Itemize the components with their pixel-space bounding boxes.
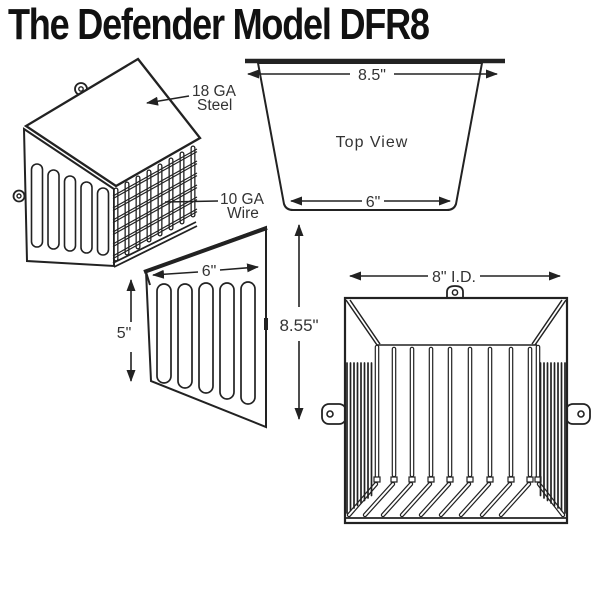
perspective-view — [12, 57, 219, 268]
mount-tab-side — [12, 189, 26, 203]
material-steel-label-line2: Steel — [197, 97, 232, 114]
material-wire-label-line2: Wire — [227, 205, 259, 222]
front-face-bottom-rim — [112, 221, 198, 268]
top-view-outline — [256, 62, 484, 211]
dim-6-side-arrow-right — [219, 263, 259, 273]
front-view — [321, 271, 591, 525]
front-face-horizontal-wires — [112, 148, 198, 260]
steel-top-panel — [23, 57, 202, 188]
material-wire-label-line1: 10 GA — [220, 191, 265, 208]
steel-callout-arrow — [146, 95, 190, 106]
front-view-bars-core — [375, 345, 540, 478]
side-view-top-edge — [143, 226, 268, 274]
front-view-side-wires-left — [346, 362, 373, 514]
top-view-label: Top View — [336, 134, 409, 151]
side-view-outline — [144, 225, 267, 429]
front-mount-tab-top — [446, 285, 464, 298]
left-face-slots — [30, 163, 110, 256]
dim-8id-label: 8" I.D. — [432, 269, 476, 286]
front-view-side-wires-right — [539, 362, 566, 514]
front-mount-tab-right — [565, 403, 591, 425]
front-view-corner-folds — [345, 299, 567, 346]
front-view-bar-feet — [373, 476, 542, 483]
dim-6-side-label: 6" — [202, 263, 217, 280]
dim-8-55-label: 8.55" — [279, 316, 318, 335]
side-view-corner-hook — [145, 271, 151, 286]
side-view — [126, 224, 304, 429]
side-view-slots — [156, 281, 256, 405]
front-face-bars-core — [114, 146, 195, 261]
front-mount-tab-left — [321, 403, 347, 425]
dim-5-label: 5" — [117, 325, 132, 342]
dim-8-5-label: 8.5" — [358, 67, 386, 84]
material-steel-label-line1: 18 GA — [192, 83, 237, 100]
dim-6-side-arrow-left — [152, 269, 199, 279]
top-view — [245, 58, 505, 211]
wire-callout-leader — [164, 200, 219, 203]
side-view-tab-edge — [264, 318, 268, 330]
dim-6-top-label: 6" — [366, 194, 381, 211]
front-view-bottom-wires-core — [348, 483, 564, 516]
page-title: The Defender Model DFR8 — [8, 0, 430, 49]
